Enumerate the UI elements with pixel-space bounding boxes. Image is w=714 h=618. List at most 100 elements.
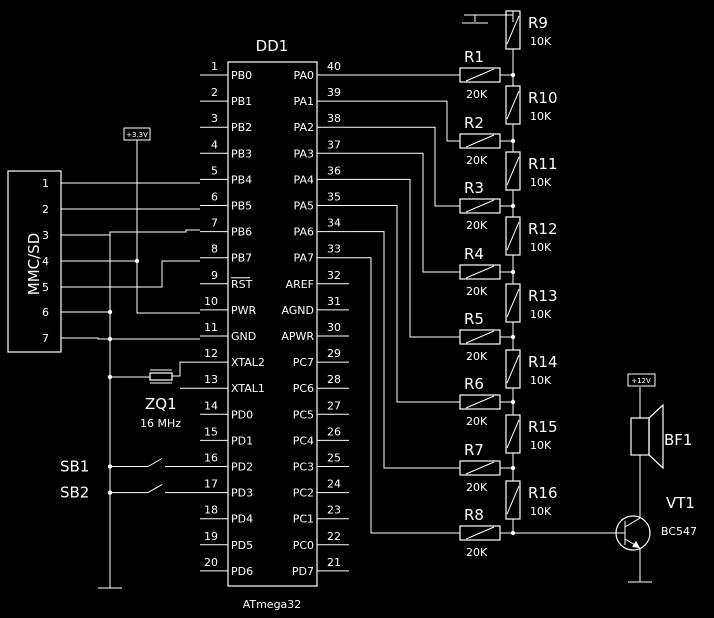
transistor-ref: VT1 [666,494,695,512]
mcu-pin-number: 23 [327,504,341,517]
resistor-slash [465,134,495,148]
supply-12v-label: +12V [631,377,651,385]
mcu-pin-number: 4 [211,138,218,151]
pa7-wire [349,257,460,534]
resistor-ref: R4 [464,245,484,263]
resistor-r2 [459,133,501,149]
mcu-pin-number: 19 [204,530,218,543]
resistor-r1 [459,67,501,83]
crystal-ref: ZQ1 [145,395,177,413]
resistor-value: 10K [530,505,552,518]
mcu-pin-number: 16 [204,452,218,465]
mcu-pin-number: 26 [327,425,341,438]
mcu-pin-number: 24 [327,478,341,491]
mcu-pin-number: 2 [211,86,218,99]
mcu-pin-number: 11 [204,321,218,334]
junction-dot [510,269,516,275]
transistor-model: BC547 [661,525,697,538]
mcu-pin-number: 29 [327,347,341,360]
transistor-collector [624,517,641,528]
mcu-pin-name: PA0 [294,69,314,82]
resistor-value: 10K [530,35,552,48]
resistor-r7 [459,460,501,476]
resistor-r10 [505,85,521,125]
mcu-pin-name: RST [231,278,253,291]
resistor-value: 10K [530,374,552,387]
mcu-pin-name: PD5 [231,539,253,552]
mcu-pin-name: PA6 [294,226,314,239]
resistor-ref: R7 [464,441,484,459]
resistor-r3 [459,198,501,214]
mcu-pin-name: PD1 [231,434,253,447]
mcu-pin-name: PB1 [231,95,252,108]
pa4-wire [349,178,460,338]
mcu-pin-name: PD4 [231,513,253,526]
transistor-vt1 [615,515,651,551]
mcu-pin-name: PC0 [293,539,314,552]
junction-dot [510,465,516,471]
card-pin-number: 7 [42,332,49,345]
mcu-pin-name: PB3 [231,147,252,160]
resistor-slash [465,68,495,82]
card-label: MMC/SD [25,233,43,295]
mcu-ref: DD1 [256,37,289,55]
ground-top-wire [475,14,514,22]
mcu-pin-number: 20 [204,556,218,569]
resistor-ref: R8 [464,506,484,524]
resistor-slash [506,156,520,186]
buzzer-cone [648,403,664,470]
resistor-value: 20K [466,154,488,167]
junction-dot [510,138,516,144]
card3-pb6 [76,229,200,236]
switch-ref: SB2 [60,484,89,502]
resistor-value: 10K [530,439,552,452]
pa1-wire [349,100,460,142]
mcu-pin-number: 1 [211,60,218,73]
resistor-slash [465,330,495,344]
mcu-pin-name: PWR [231,304,257,317]
junction-dot [510,334,516,340]
junction-dot [107,309,113,315]
resistor-value: 20K [466,219,488,232]
resistor-slash [506,90,520,120]
pa5-wire [349,205,460,403]
card7-gnd [76,337,200,340]
mcu-pin-name: PD2 [231,461,253,474]
resistor-r9 [505,10,521,50]
mcu-pin-name: PB2 [231,121,252,134]
resistor-r14 [505,349,521,389]
mcu-pin-name: PA4 [294,173,314,186]
mcu-pin-name: PC7 [293,356,314,369]
resistor-ref: R6 [464,375,484,393]
wires [61,11,652,589]
mcu-pin-number: 3 [211,112,218,125]
resistor-value: 20K [466,546,488,559]
mcu-pin-name: PA7 [294,252,314,265]
mcu-pin-name: PA5 [294,200,314,213]
emitter-arrow [632,541,640,548]
mcu-pin-number: 18 [204,504,218,517]
resistor-slash [506,485,520,515]
card-pin-number: 2 [42,203,49,216]
mcu-pin-number: 15 [204,425,218,438]
mcu-pin-number: 17 [204,478,218,491]
mcu-pin-name: PD6 [231,565,253,578]
mcu-pin-name: PB4 [231,173,252,186]
resistor-ref: R1 [464,48,484,66]
mcu-pin-name: APWR [281,330,314,343]
pa3-wire [349,152,460,273]
buzzer-bf1 [630,417,650,456]
resistor-value: 10K [530,241,552,254]
mcu-pin-number: 30 [327,321,341,334]
mcu-pin-number: 40 [327,60,341,73]
resistor-slash [465,526,495,540]
card-pin-number: 5 [42,281,49,294]
resistor-slash [506,419,520,449]
mcu-pin-name: AREF [286,278,314,291]
mcu-pin-name: PC1 [293,513,314,526]
card-pin-number: 6 [42,306,49,319]
switch-2-blade [147,484,163,494]
mcu-pin-number: 28 [327,373,341,386]
junction-dot [107,336,113,342]
mcu-pin-number: 14 [204,399,218,412]
